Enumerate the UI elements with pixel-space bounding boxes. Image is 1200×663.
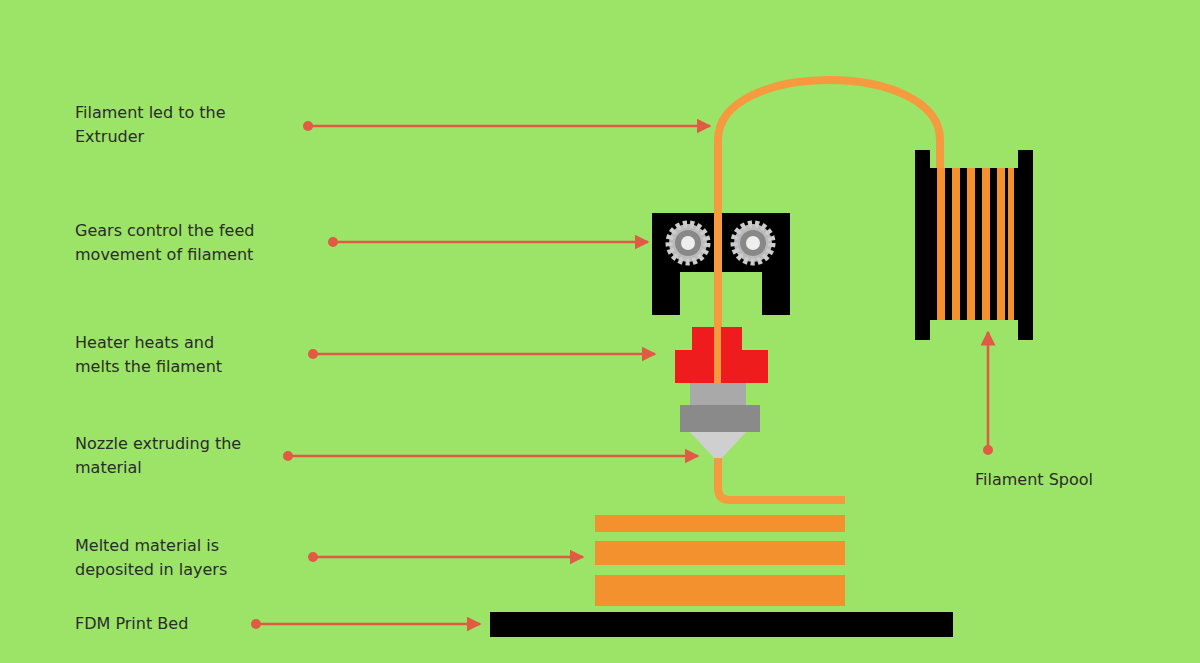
callout-label: Gears control the feed movement of filam… (75, 219, 310, 267)
part-label: Filament Spool (975, 468, 1190, 492)
callout-label: Heater heats and melts the filament (75, 331, 257, 379)
leader-arrows (256, 126, 988, 624)
callout-label: Nozzle extruding the material (75, 432, 243, 480)
callout-label: Melted material is deposited in layers (75, 534, 265, 582)
filament (714, 327, 721, 383)
heater-block (675, 327, 768, 383)
drive-gear (734, 224, 772, 262)
callout-label: FDM Print Bed (75, 612, 245, 636)
print-bed (490, 612, 953, 637)
nozzle-tip (690, 432, 746, 458)
callout-label: Filament led to the Extruder (75, 101, 275, 149)
filament-spool (915, 150, 1033, 340)
extruded-filament (718, 455, 845, 500)
leader-dots (251, 121, 993, 629)
deposited-layers (595, 515, 845, 606)
extruder-block (652, 213, 790, 315)
nozzle (680, 405, 760, 432)
drive-gear (669, 224, 707, 262)
nozzle (690, 383, 746, 405)
filament (714, 213, 722, 315)
